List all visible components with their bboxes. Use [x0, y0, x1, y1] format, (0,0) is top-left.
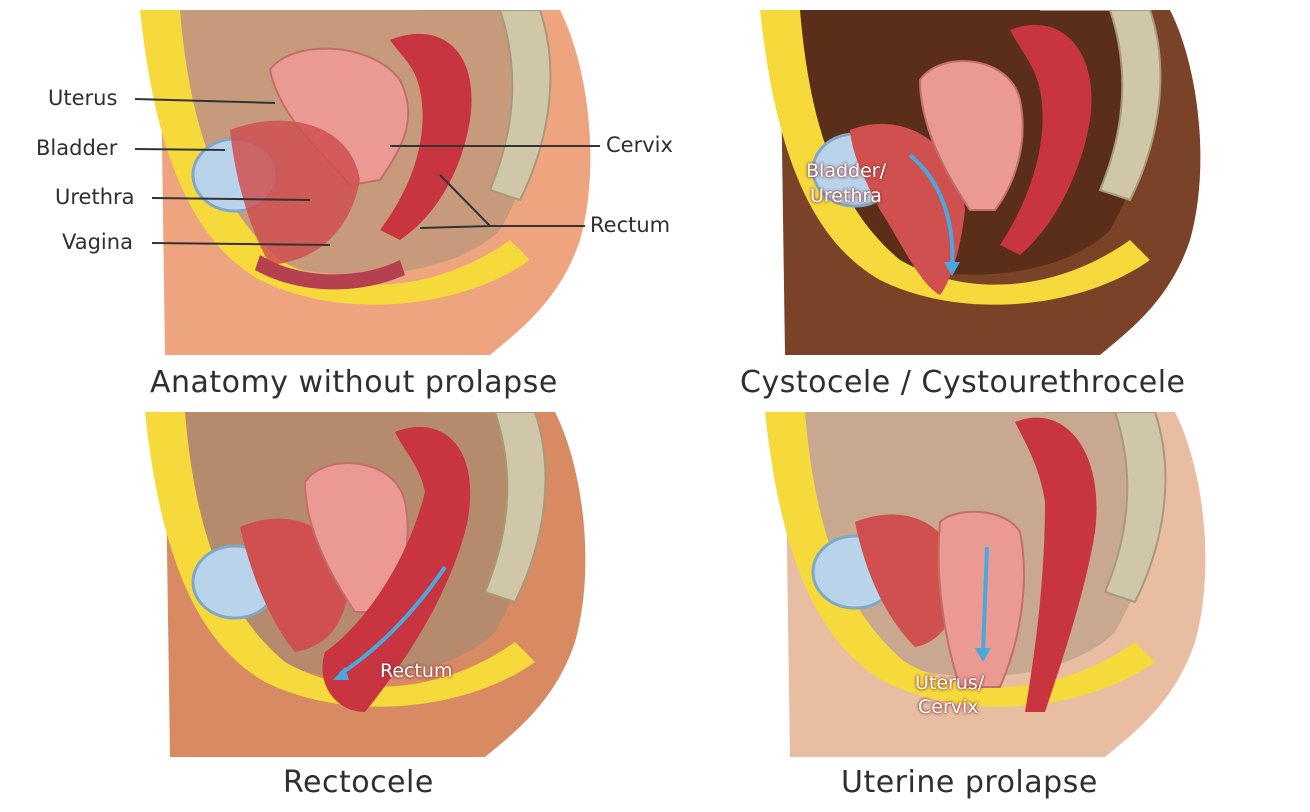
rectum-bulge	[322, 426, 471, 712]
uterus-leader	[134, 98, 276, 104]
prolapse-arrow	[338, 565, 447, 676]
perineum	[255, 255, 405, 290]
panel-caption: Uterine prolapse	[841, 765, 1098, 800]
uterine-prolapse-illustration	[765, 412, 1206, 757]
label-bladder-urethra-1: Bladder/	[806, 160, 886, 182]
rectum	[380, 33, 472, 241]
rectocele-illustration	[145, 412, 586, 757]
panel-uterine-prolapse: Uterus/ Cervix Uterine prolapse	[745, 412, 1225, 800]
bladder-bulge	[850, 123, 965, 295]
label-vagina: Vagina	[62, 230, 133, 254]
prolapse-arrow	[981, 546, 989, 653]
spine	[420, 10, 552, 202]
vagina-wall	[855, 514, 960, 647]
label-rectum: Rectum	[590, 213, 671, 237]
label-urethra: Urethra	[55, 185, 135, 209]
fat-layer	[145, 412, 535, 707]
label-bladder-urethra-2: Urethra	[810, 185, 882, 207]
fat-layer	[760, 10, 1150, 305]
label-uterus: Uterus	[48, 86, 118, 110]
normal-anatomy-illustration	[140, 10, 591, 355]
rectum	[1015, 417, 1097, 712]
arrow-head	[944, 262, 960, 276]
spine	[1040, 10, 1162, 202]
label-leader-lines	[134, 98, 600, 246]
rectum	[1000, 24, 1092, 256]
vagina-wall	[230, 120, 360, 266]
panel-normal-anatomy: Anatomy without prolapse	[120, 10, 600, 400]
rectum-leader-b	[419, 225, 491, 229]
cystocele-illustration	[760, 10, 1201, 355]
label-cervix: Cervix	[606, 133, 673, 157]
panel-rectocele: Rectum Rectocele	[125, 412, 605, 800]
urethra-leader	[151, 197, 311, 201]
uterus	[918, 60, 1024, 211]
label-rectum-bulge: Rectum	[380, 660, 453, 682]
spine	[425, 412, 547, 604]
fat-layer	[765, 412, 1155, 707]
spine	[1045, 412, 1167, 604]
panel-cystocele: Bladder/ Urethra Cystocele / Cystourethr…	[740, 10, 1220, 400]
vagina-leader	[151, 242, 331, 246]
panel-caption: Cystocele / Cystourethrocele	[740, 365, 1186, 400]
prolapse-arrow	[908, 153, 955, 269]
label-bladder: Bladder	[36, 136, 118, 160]
uterus-prolapsed	[937, 510, 1025, 688]
rectum-leader-a	[439, 174, 491, 227]
arrow-head	[975, 648, 991, 662]
panel-caption: Rectocele	[283, 765, 434, 800]
label-uterus-cervix-2: Cervix	[918, 696, 979, 718]
label-uterus-cervix-1: Uterus/	[915, 672, 985, 694]
bladder-leader	[134, 148, 226, 151]
arrow-head	[333, 667, 349, 680]
fat-layer	[140, 10, 530, 305]
panel-caption: Anatomy without prolapse	[150, 365, 558, 400]
